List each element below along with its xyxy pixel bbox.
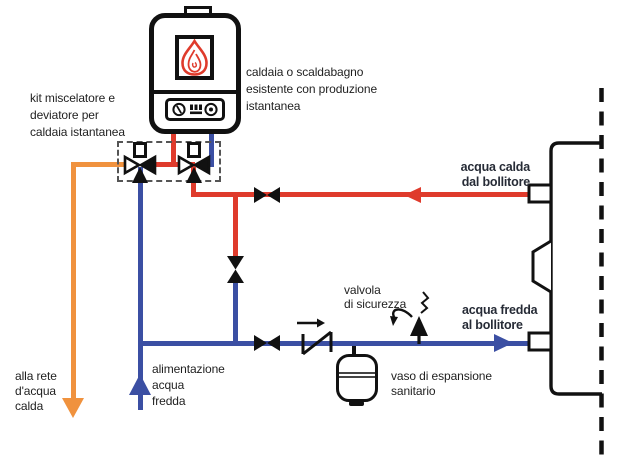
pipe-cold-boiler-down [209, 128, 214, 167]
shutoff-valve-icon [254, 335, 280, 351]
tank-hot-stub [527, 183, 553, 204]
pipe-mixed-horizontal [71, 162, 130, 167]
pipe-mixed-down [71, 167, 76, 402]
burner-icon [190, 104, 202, 115]
label-to-hot-network: alla rete d'acqua calda [15, 369, 57, 413]
check-valve-icon [297, 318, 333, 356]
vessel-membrane-line [339, 376, 375, 378]
label-cold-supply: alimentazione acqua fredda [152, 362, 225, 408]
tank-coil-port [531, 239, 552, 294]
shutoff-valve-icon [254, 187, 280, 203]
tank-cold-stub [527, 331, 553, 352]
arrow-hot-left-icon [404, 187, 421, 203]
dial-knob-icon [204, 102, 218, 117]
shutoff-valve-vertical-icon [227, 256, 244, 283]
expansion-vessel-base [349, 401, 364, 406]
label-safety-valve: valvola di sicurezza [344, 283, 407, 311]
boiler-divider-line [153, 90, 237, 94]
safety-valve-icon [390, 291, 430, 344]
arrow-cold-up-icon [129, 374, 151, 395]
boiler-control-panel [165, 98, 225, 121]
pipe-cold-branch-down [233, 281, 238, 343]
boiler-panel-knobs [172, 102, 218, 117]
three-way-valve-icon [123, 142, 157, 183]
pipe-hot-between-valves [150, 162, 195, 167]
vessel-membrane-line [339, 372, 375, 374]
label-mixer-kit: kit miscelatore e deviatore per caldaia … [30, 91, 125, 139]
boiler-flame-window [175, 35, 214, 80]
expansion-vessel-stem [352, 346, 356, 356]
pipe-cold-main [138, 341, 533, 346]
pipe-hot-boiler-down [171, 128, 176, 167]
pipe-cold-left-riser [138, 167, 143, 346]
three-way-valve-icon [177, 142, 211, 183]
pipe-hot-branch-down [233, 197, 238, 259]
label-boiler: caldaia o scaldabagno esistente con prod… [246, 65, 378, 113]
storage-tank-icon [527, 88, 604, 463]
mixer-kit-dashed-box [117, 141, 221, 182]
power-knob-icon [172, 102, 186, 117]
flame-icon [181, 38, 208, 76]
label-expansion-vessel: vaso di espansione sanitario [391, 369, 492, 398]
label-hot-from-tank: acqua calda dal bollitore [460, 160, 531, 189]
arrow-cold-right-icon [494, 334, 513, 352]
label-cold-to-tank: acqua fredda al bollitore [462, 303, 538, 332]
pipe-hot-main [191, 192, 533, 197]
expansion-vessel-icon [336, 354, 378, 402]
arrow-mixed-down-icon [62, 398, 84, 418]
